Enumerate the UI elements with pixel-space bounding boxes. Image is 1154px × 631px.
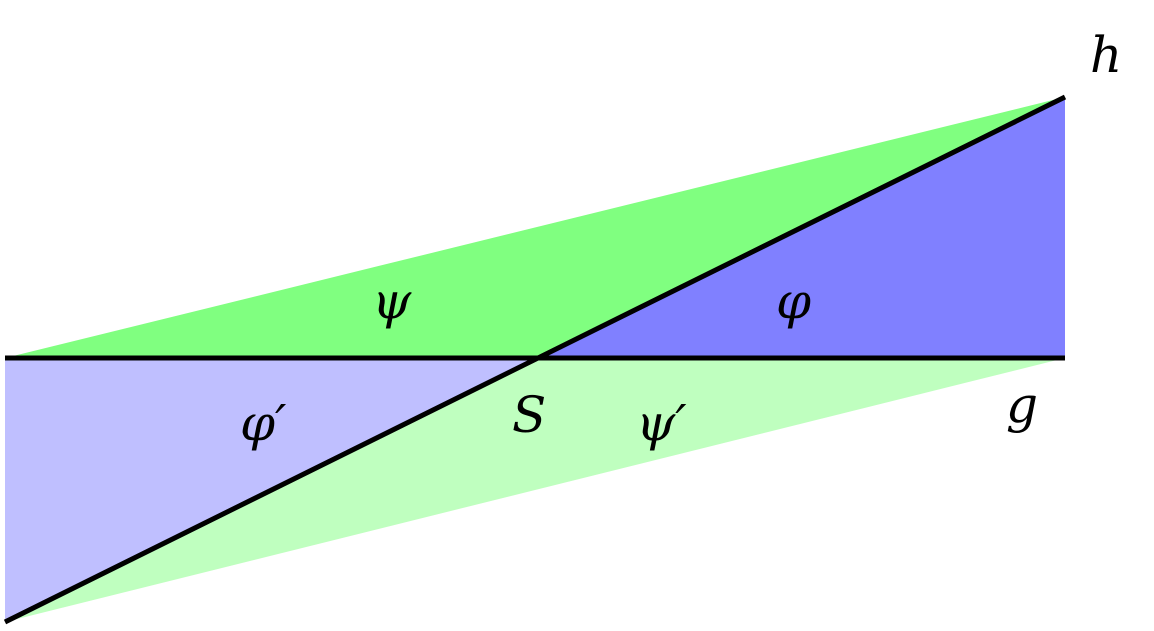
region-psi-prime (5, 358, 1065, 622)
label-psi-prime: ψ′ (636, 394, 687, 452)
label-g: g (1006, 376, 1038, 434)
label-psi: ψ (372, 272, 412, 330)
label-phi-prime: φ′ (240, 394, 287, 452)
label-h: h (1090, 26, 1122, 84)
label-phi: φ (776, 272, 811, 330)
region-psi (5, 97, 1065, 358)
line-h (3, 94, 1067, 625)
label-s: S (512, 386, 546, 444)
